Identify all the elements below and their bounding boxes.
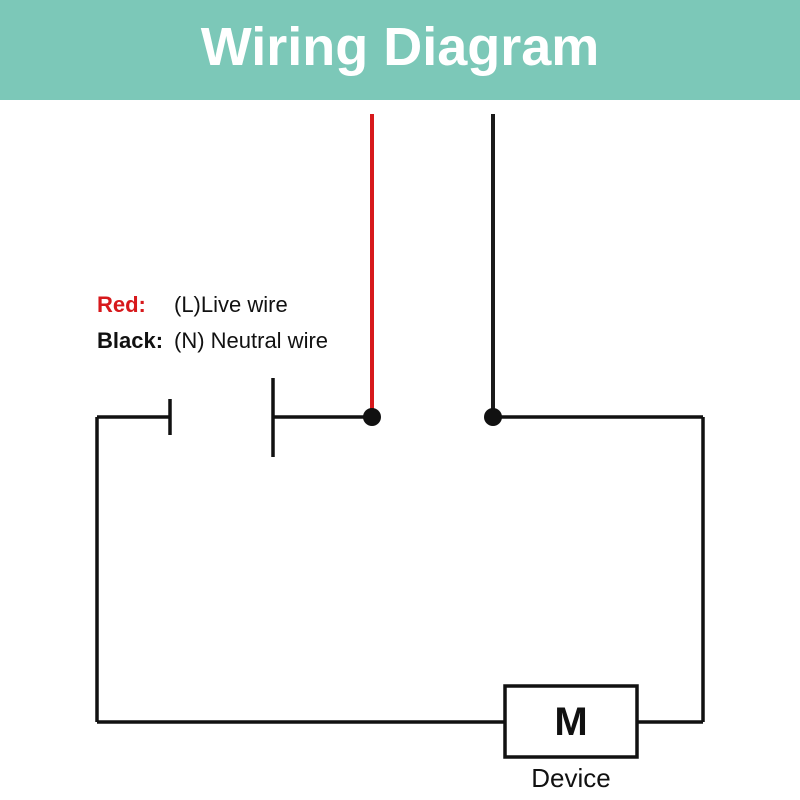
legend-desc-live: (L)Live wire [174, 292, 288, 317]
motor-box [503, 684, 639, 759]
circuit-loop [95, 378, 705, 724]
live-terminal-dot [363, 408, 381, 426]
wire-legend: Red: (L)Live wire Black: (N) Neutral wir… [97, 287, 328, 359]
neutral-terminal-dot [484, 408, 502, 426]
legend-key-black: Black: [97, 328, 164, 353]
legend-item-neutral: Black: (N) Neutral wire [97, 323, 328, 359]
page-title: Wiring Diagram [200, 17, 600, 77]
title-banner: Wiring Diagram [0, 0, 800, 100]
motor-symbol: M [554, 700, 587, 744]
legend-desc-neutral: (N) Neutral wire [174, 328, 329, 353]
device-label: Device [531, 763, 610, 793]
legend-key-red: Red: [97, 292, 146, 317]
legend-item-live: Red: (L)Live wire [97, 287, 328, 323]
